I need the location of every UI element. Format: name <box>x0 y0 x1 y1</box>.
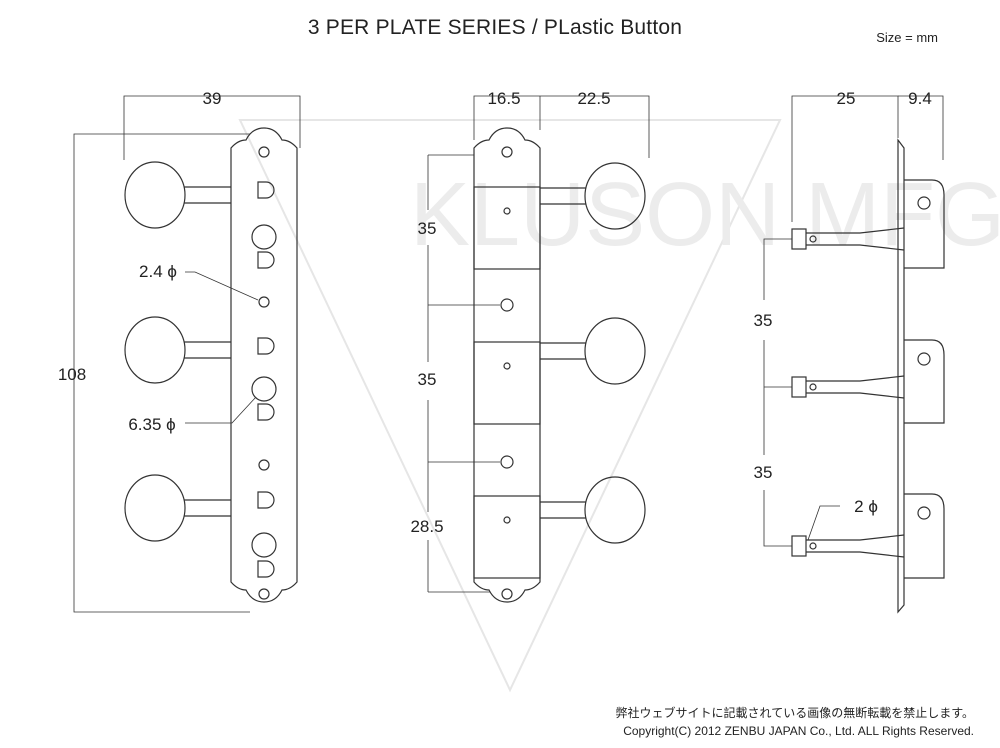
screw-hole-small <box>258 296 270 308</box>
watermark-text: KLUSON MFG CO. <box>410 165 1000 265</box>
size-unit-note: Size = mm <box>876 30 938 45</box>
post-hole <box>809 542 817 550</box>
button-knob <box>124 474 231 542</box>
back-plate <box>473 127 541 603</box>
back-view <box>427 95 650 603</box>
side-plate <box>897 138 905 614</box>
footer-copyright: Copyright(C) 2012 ZENBU JAPAN Co., Ltd. … <box>623 724 974 738</box>
small-hole-label: 2.4 ϕ <box>139 262 177 281</box>
dim-line-width <box>123 95 301 160</box>
button-knob <box>124 316 231 384</box>
dim-line-height <box>73 133 250 613</box>
back-dim-right-label: 22.5 <box>577 89 610 108</box>
side-plate-dim-label: 9.4 <box>908 89 932 108</box>
front-width-label: 39 <box>203 89 222 108</box>
side-spacing-2-label: 35 <box>754 463 773 482</box>
button-knob <box>584 317 646 385</box>
back-spacing-2-label: 35 <box>418 370 437 389</box>
side-spacing-1-label: 35 <box>754 311 773 330</box>
post-hole-label: 2 ϕ <box>854 497 878 516</box>
side-post-dim-label: 25 <box>837 89 856 108</box>
button-knob <box>124 161 231 229</box>
back-spacing-1-label: 35 <box>418 219 437 238</box>
gear-housing <box>473 186 541 270</box>
front-height-label: 108 <box>58 365 86 384</box>
back-dim-left-label: 16.5 <box>487 89 520 108</box>
back-spacing-3-label: 28.5 <box>410 517 443 536</box>
watermark: KLUSON MFG CO. <box>238 119 1000 693</box>
gear-housing-side <box>904 179 945 269</box>
front-plate <box>230 127 298 603</box>
large-hole-label: 6.35 ϕ <box>128 415 175 434</box>
button-knob <box>584 476 646 544</box>
gear-housing-side <box>904 493 945 579</box>
bushing-hole-large <box>251 376 277 402</box>
footer-notice: 弊社ウェブサイトに記載されている画像の無断転載を禁止します。 <box>615 706 974 720</box>
string-post <box>791 375 905 399</box>
button-knob <box>584 162 646 230</box>
side-view <box>763 95 945 614</box>
page-title: 3 PER PLATE SERIES / PLastic Button <box>307 16 683 39</box>
gear-housing <box>473 495 541 579</box>
front-view <box>73 95 301 613</box>
gear-housing-side <box>904 339 945 424</box>
gear-housing <box>473 341 541 425</box>
